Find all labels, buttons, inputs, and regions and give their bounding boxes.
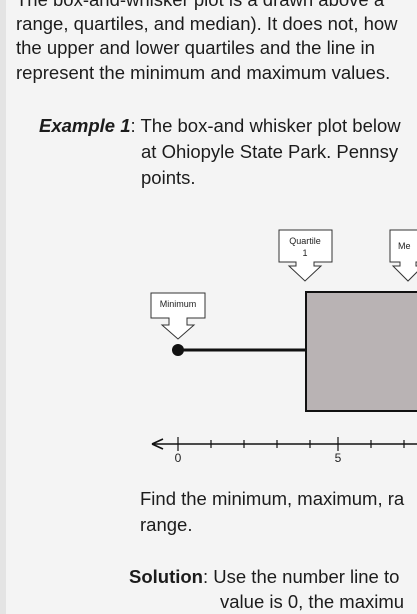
- minimum-callout: Minimum: [150, 292, 206, 340]
- example-text: : The box-and whisker plot below: [130, 115, 401, 136]
- question-line: range.: [140, 514, 193, 535]
- minimum-point: [172, 344, 184, 356]
- minimum-label: Minimum: [160, 299, 197, 309]
- quartile-number-label: 1: [302, 248, 307, 258]
- paragraph-line: The box-and-whisker plot is a drawn abov…: [16, 0, 384, 12]
- example-line: points.: [141, 167, 196, 188]
- median-callout: Me: [389, 229, 417, 282]
- quartile-box: [305, 291, 417, 412]
- question-line: Find the minimum, maximum, ra: [140, 488, 405, 509]
- solution-line: value is 0, the maximu: [220, 591, 405, 612]
- solution-text: : Use the number line to: [202, 566, 400, 587]
- example-label: Example 1: [39, 115, 131, 136]
- quartile-callout: Quartile 1: [278, 229, 333, 282]
- number-line-arrow: [151, 438, 164, 450]
- box-plot-figure: Minimum Quartile 1 Me: [150, 229, 417, 465]
- paragraph-line: the upper and lower quartiles and the li…: [16, 37, 375, 58]
- tick-label-0: 0: [175, 451, 182, 465]
- tick-label-5: 5: [335, 451, 342, 465]
- example-line: Example 1: The box-and whisker plot belo…: [39, 114, 401, 138]
- paragraph-line: range, quartiles, and median). It does n…: [16, 13, 398, 34]
- solution-label: Solution: [129, 566, 203, 587]
- quartile-label: Quartile: [289, 236, 321, 246]
- paragraph-line: represent the minimum and maximum values…: [16, 62, 391, 83]
- document-page: The box-and-whisker plot is a drawn abov…: [6, 0, 417, 614]
- solution-line: Solution: Use the number line to: [129, 565, 399, 589]
- median-label: Me: [398, 241, 411, 251]
- number-line-ticks: [177, 437, 405, 451]
- example-line: at Ohiopyle State Park. Pennsy: [141, 141, 399, 162]
